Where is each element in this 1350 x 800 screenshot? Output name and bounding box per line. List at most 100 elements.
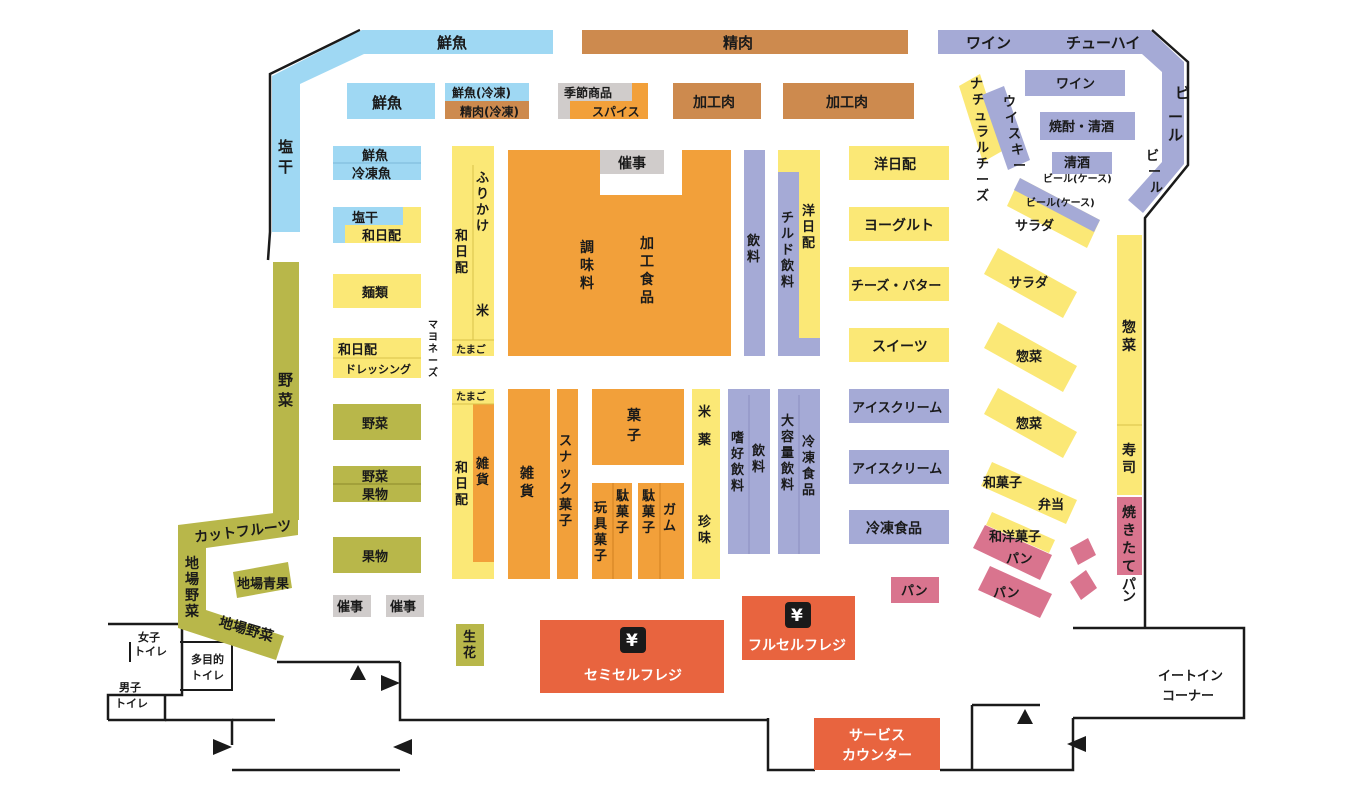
gondola-zakka-wabi: たまご 和 日 配 雑 貨 xyxy=(452,389,494,579)
svg-text:寿: 寿 xyxy=(1122,442,1136,459)
svg-text:ヨ: ヨ xyxy=(428,331,438,343)
gondola-snacks: ス ナ ッ ク 菓 子 xyxy=(557,389,578,579)
outer-band-fresh-bread: 焼 き た て パ ン xyxy=(1117,497,1142,605)
svg-text:配: 配 xyxy=(802,236,815,251)
svg-text:菓: 菓 xyxy=(615,504,630,520)
gondola-drinks-a: 飲 料 xyxy=(744,150,765,356)
svg-text:洋日配: 洋日配 xyxy=(874,156,916,173)
entrance-arrows xyxy=(213,665,1086,755)
svg-text:マ: マ xyxy=(428,320,438,331)
svg-text:チ: チ xyxy=(976,157,989,172)
svg-text:鮮魚(冷凍): 鮮魚(冷凍) xyxy=(452,85,511,100)
svg-text:ー: ー xyxy=(1148,165,1161,180)
svg-text:コーナー: コーナー xyxy=(1162,689,1214,704)
restroom-walls xyxy=(129,641,233,691)
svg-text:焼: 焼 xyxy=(1122,504,1136,521)
svg-text:催事: 催事 xyxy=(337,599,363,615)
svg-text:鮮魚: 鮮魚 xyxy=(437,34,467,52)
svg-text:野菜: 野菜 xyxy=(362,416,388,432)
svg-text:トイレ: トイレ xyxy=(191,669,224,682)
svg-text:珍: 珍 xyxy=(698,514,712,530)
svg-text:アイスクリーム: アイスクリーム xyxy=(852,462,942,477)
case-yogurt: ヨーグルト xyxy=(849,207,949,241)
case-wine: ワイン xyxy=(1025,70,1125,96)
svg-text:ネ: ネ xyxy=(428,343,438,355)
svg-text:ル: ル xyxy=(781,227,794,242)
svg-text:薬: 薬 xyxy=(697,432,712,448)
svg-text:ス: ス xyxy=(559,434,572,449)
svg-text:アイスクリーム: アイスクリーム xyxy=(852,401,942,416)
svg-text:女子: 女子 xyxy=(138,630,160,644)
svg-text:パン: パン xyxy=(1006,552,1033,567)
svg-text:菓: 菓 xyxy=(558,497,573,513)
svg-text:惣菜: 惣菜 xyxy=(1016,416,1042,432)
outer-band-vegetables: 野 菜 xyxy=(273,262,299,520)
svg-text:菓: 菓 xyxy=(593,532,608,548)
svg-text:り: り xyxy=(476,187,489,202)
svg-text:鮮魚: 鮮魚 xyxy=(362,148,388,164)
svg-text:飲: 飲 xyxy=(751,443,766,459)
case-fresh-flowers: 生 花 xyxy=(456,624,484,666)
svg-text:サービス: サービス xyxy=(849,728,905,744)
gondola-confectionery: 菓 子 xyxy=(592,389,684,465)
svg-text:場: 場 xyxy=(185,571,199,588)
svg-text:ュ: ュ xyxy=(974,109,987,124)
svg-text:子: 子 xyxy=(642,521,655,536)
svg-text:飲: 飲 xyxy=(746,233,761,249)
svg-text:和菓子: 和菓子 xyxy=(983,475,1022,491)
svg-text:和日配: 和日配 xyxy=(338,342,377,358)
case-veg-fruit: 野菜 果物 xyxy=(333,466,421,503)
svg-text:料: 料 xyxy=(580,275,594,292)
svg-text:ナ: ナ xyxy=(559,450,572,465)
svg-text:干: 干 xyxy=(278,158,293,176)
svg-text:催事: 催事 xyxy=(390,599,416,615)
svg-text:チーズ・バター: チーズ・バター xyxy=(851,278,941,294)
svg-text:司: 司 xyxy=(1122,460,1136,476)
svg-text:洋: 洋 xyxy=(802,203,815,219)
svg-text:飲: 飲 xyxy=(780,461,795,477)
svg-text:子: 子 xyxy=(627,428,641,444)
svg-text:和: 和 xyxy=(455,460,468,476)
svg-text:ー: ー xyxy=(1013,159,1026,174)
case-processed-meat-1: 加工肉 xyxy=(673,83,761,119)
outer-band-beverages: ワイン チューハイ ビ ー ル xyxy=(938,30,1190,213)
svg-text:容: 容 xyxy=(780,429,794,445)
svg-text:ワイン: ワイン xyxy=(966,34,1011,52)
svg-text:地場青果: 地場青果 xyxy=(237,576,289,592)
svg-text:貨: 貨 xyxy=(476,472,489,488)
case-beer-case-salad: ビール(ケース) サラダ xyxy=(1007,178,1100,248)
semi-self-register: ¥ セミセルフレジ xyxy=(540,620,724,693)
svg-text:品: 品 xyxy=(640,290,654,306)
case-event-1: 催事 xyxy=(333,595,371,617)
svg-text:野: 野 xyxy=(278,371,293,389)
case-event-2: 催事 xyxy=(386,595,424,617)
case-frozen-food: 冷凍食品 xyxy=(849,510,949,544)
case-wayo-gashi-bread: 和洋菓子 パン xyxy=(973,512,1055,580)
svg-text:雑: 雑 xyxy=(519,465,534,482)
svg-text:ン: ン xyxy=(1122,589,1136,605)
case-souzai-2: 惣菜 xyxy=(984,388,1077,458)
svg-text:工: 工 xyxy=(640,254,654,270)
svg-text:ウ: ウ xyxy=(1003,95,1016,110)
svg-text:イートイン: イートイン xyxy=(1158,669,1223,684)
svg-text:き: き xyxy=(1122,523,1136,539)
svg-text:加: 加 xyxy=(639,236,654,252)
svg-text:果物: 果物 xyxy=(361,487,388,503)
svg-text:パン: パン xyxy=(993,586,1020,601)
svg-text:精肉(冷凍): 精肉(冷凍) xyxy=(460,104,519,119)
case-processed-meat-2: 加工肉 xyxy=(783,83,914,119)
case-shiobi-wabi: 塩干 和日配 xyxy=(333,207,421,244)
service-counter: サービス カウンター xyxy=(814,718,940,770)
svg-text:大: 大 xyxy=(781,413,794,429)
svg-text:ふ: ふ xyxy=(476,171,489,186)
svg-text:チューハイ: チューハイ xyxy=(1066,34,1140,52)
svg-text:トイレ: トイレ xyxy=(134,645,167,658)
case-ice-cream-2: アイスクリーム xyxy=(849,450,949,484)
gondola-furikake-wabi: ふ り か け 和 日 配 米 たまご xyxy=(452,146,494,356)
svg-text:け: け xyxy=(476,219,489,234)
svg-text:惣菜: 惣菜 xyxy=(1016,349,1042,365)
svg-text:ム: ム xyxy=(663,519,676,534)
svg-text:サラダ: サラダ xyxy=(1015,218,1054,234)
svg-text:和日配: 和日配 xyxy=(362,228,401,244)
